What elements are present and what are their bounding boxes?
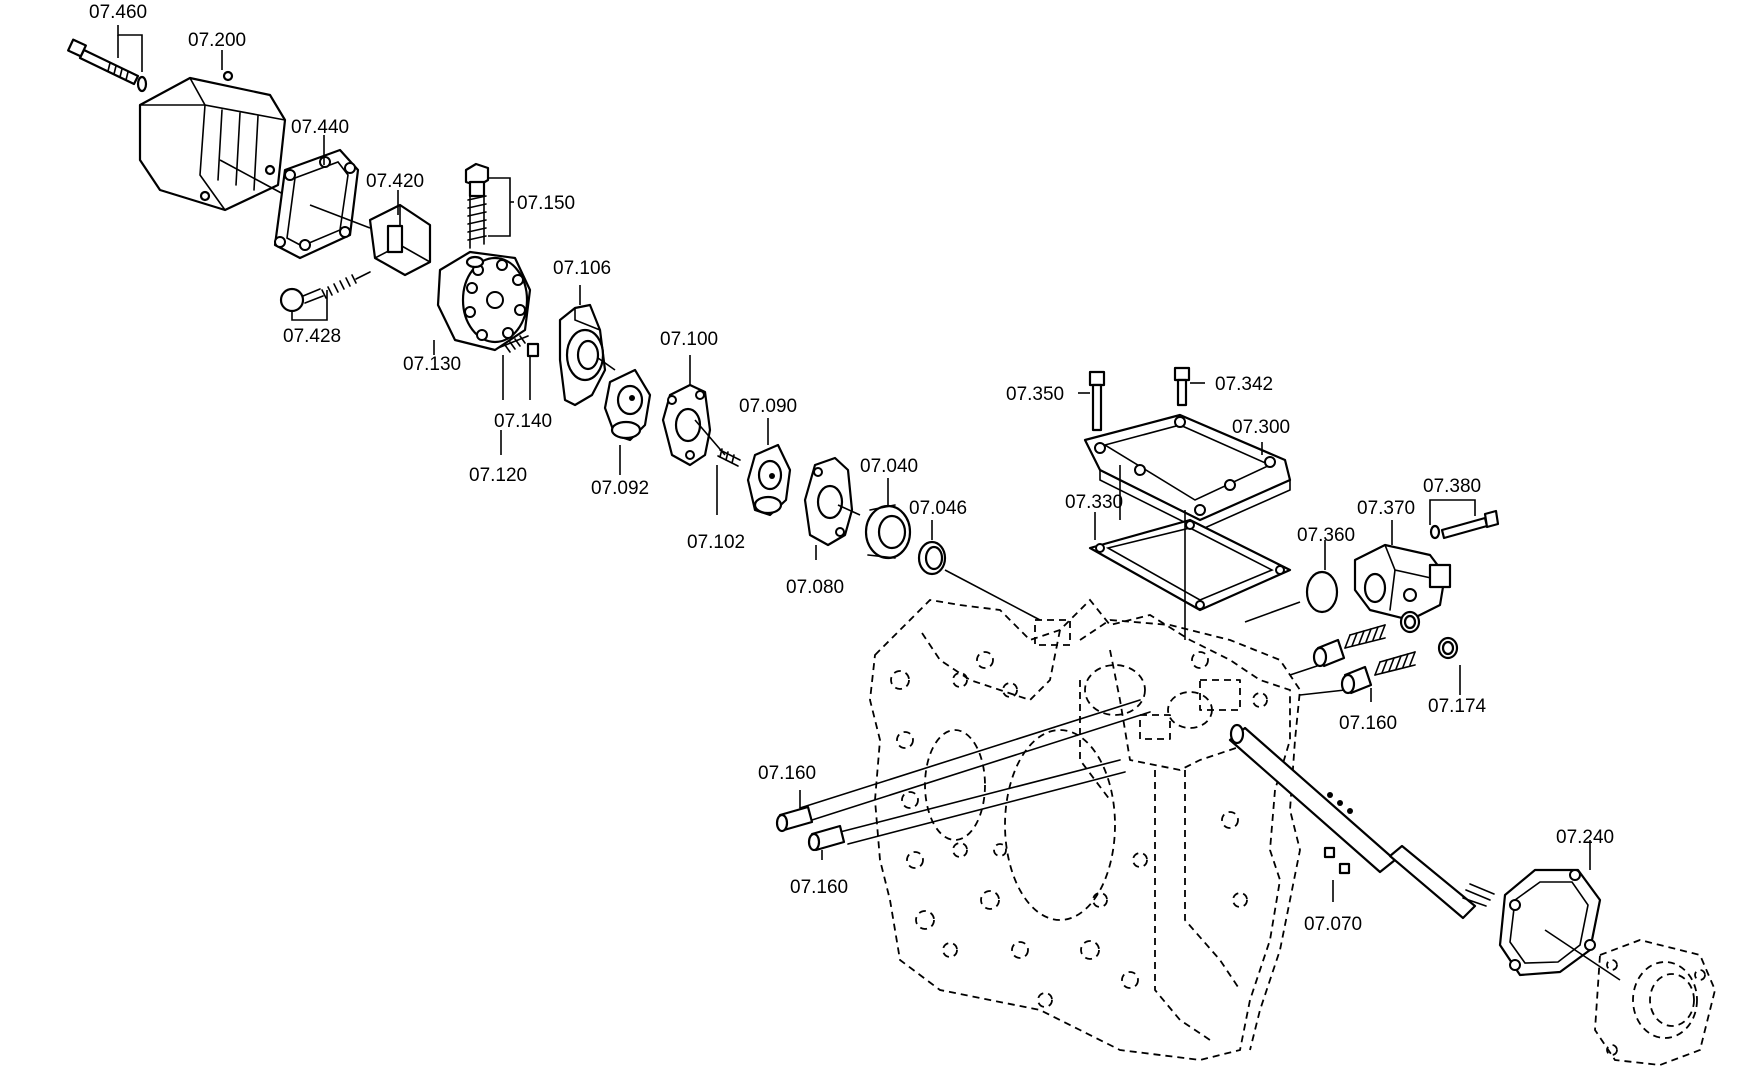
label-07240: 07.240 xyxy=(1556,827,1614,848)
bearing-07040 xyxy=(864,504,912,560)
pin-07160-a xyxy=(775,805,814,833)
plug-07070 xyxy=(1323,846,1351,875)
label-07160-right: 07.160 xyxy=(1339,713,1397,734)
label-07070: 07.070 xyxy=(1304,914,1362,935)
o-ring-07360 xyxy=(1305,570,1339,614)
cam-07090 xyxy=(746,443,792,517)
label-07080: 07.080 xyxy=(786,577,844,598)
plate-07106 xyxy=(558,303,616,407)
cam-07092 xyxy=(603,368,652,442)
label-07160-lower-left: 07.160 xyxy=(790,877,848,898)
detent-spring-upper xyxy=(1344,624,1386,649)
main-shaft xyxy=(1228,723,1495,920)
gasket-07440 xyxy=(273,148,371,260)
shift-block-07420 xyxy=(368,203,432,277)
bolt-spring-07150 xyxy=(464,162,490,249)
bolt-07350 xyxy=(1088,370,1106,432)
label-07100: 07.100 xyxy=(660,329,718,350)
label-07106: 07.106 xyxy=(553,258,611,279)
actuator-axis-line xyxy=(1244,601,1301,623)
label-07460: 07.460 xyxy=(89,2,147,23)
top-cover-07300 xyxy=(1083,413,1292,531)
pin-07160-b xyxy=(807,824,846,852)
bolt-07342 xyxy=(1173,366,1191,407)
label-07092: 07.092 xyxy=(591,478,649,499)
label-07140: 07.140 xyxy=(494,411,552,432)
valve-body-07130 xyxy=(436,250,532,352)
label-07102: 07.102 xyxy=(687,532,745,553)
plug-07174-upper xyxy=(1399,610,1421,634)
label-07160-upper-left: 07.160 xyxy=(758,763,816,784)
label-07370: 07.370 xyxy=(1357,498,1415,519)
label-07330: 07.330 xyxy=(1065,492,1123,513)
label-07420: 07.420 xyxy=(366,171,424,192)
label-07120: 07.120 xyxy=(469,465,527,486)
detent-spring-lower xyxy=(1374,651,1416,676)
snap-ring-07046 xyxy=(917,540,947,576)
label-07360: 07.360 xyxy=(1297,525,1355,546)
pin-07102 xyxy=(717,448,741,467)
label-07130: 07.130 xyxy=(403,354,461,375)
cover-housing-07200 xyxy=(138,70,287,212)
plate-07080 xyxy=(803,456,861,547)
bolt-07380 xyxy=(1429,509,1500,540)
bolt-07460 xyxy=(67,38,148,93)
label-07174: 07.174 xyxy=(1428,696,1487,717)
leader-lines xyxy=(117,25,1591,902)
assembly-axis-line xyxy=(944,569,1041,621)
detent-sleeve-lower xyxy=(1340,665,1373,695)
transmission-housing xyxy=(869,598,1301,1061)
spring-pin-07140 xyxy=(497,335,540,358)
flange-cover xyxy=(1544,929,1716,1066)
label-07046: 07.046 xyxy=(909,498,967,519)
part-labels: 07.460 07.200 07.440 07.420 07.150 07.42… xyxy=(89,2,1614,935)
label-07342: 07.342 xyxy=(1215,374,1273,395)
gasket-07240 xyxy=(1498,868,1602,977)
detent-sleeve-upper xyxy=(1312,638,1346,668)
actuator-07370 xyxy=(1353,543,1452,622)
bolt-spring-07428 xyxy=(279,271,371,313)
label-07428: 07.428 xyxy=(283,326,341,347)
shift-rails xyxy=(799,659,1346,845)
plug-07174-lower xyxy=(1437,636,1459,660)
label-07380: 07.380 xyxy=(1423,476,1481,497)
gasket-07330 xyxy=(1088,510,1292,640)
label-07040: 07.040 xyxy=(860,456,918,477)
label-07350: 07.350 xyxy=(1006,384,1064,405)
label-07440: 07.440 xyxy=(291,117,349,138)
label-07090: 07.090 xyxy=(739,396,797,417)
label-07200: 07.200 xyxy=(188,30,246,51)
plate-07100 xyxy=(661,383,726,467)
label-07150: 07.150 xyxy=(517,193,575,214)
label-07300: 07.300 xyxy=(1232,417,1290,438)
